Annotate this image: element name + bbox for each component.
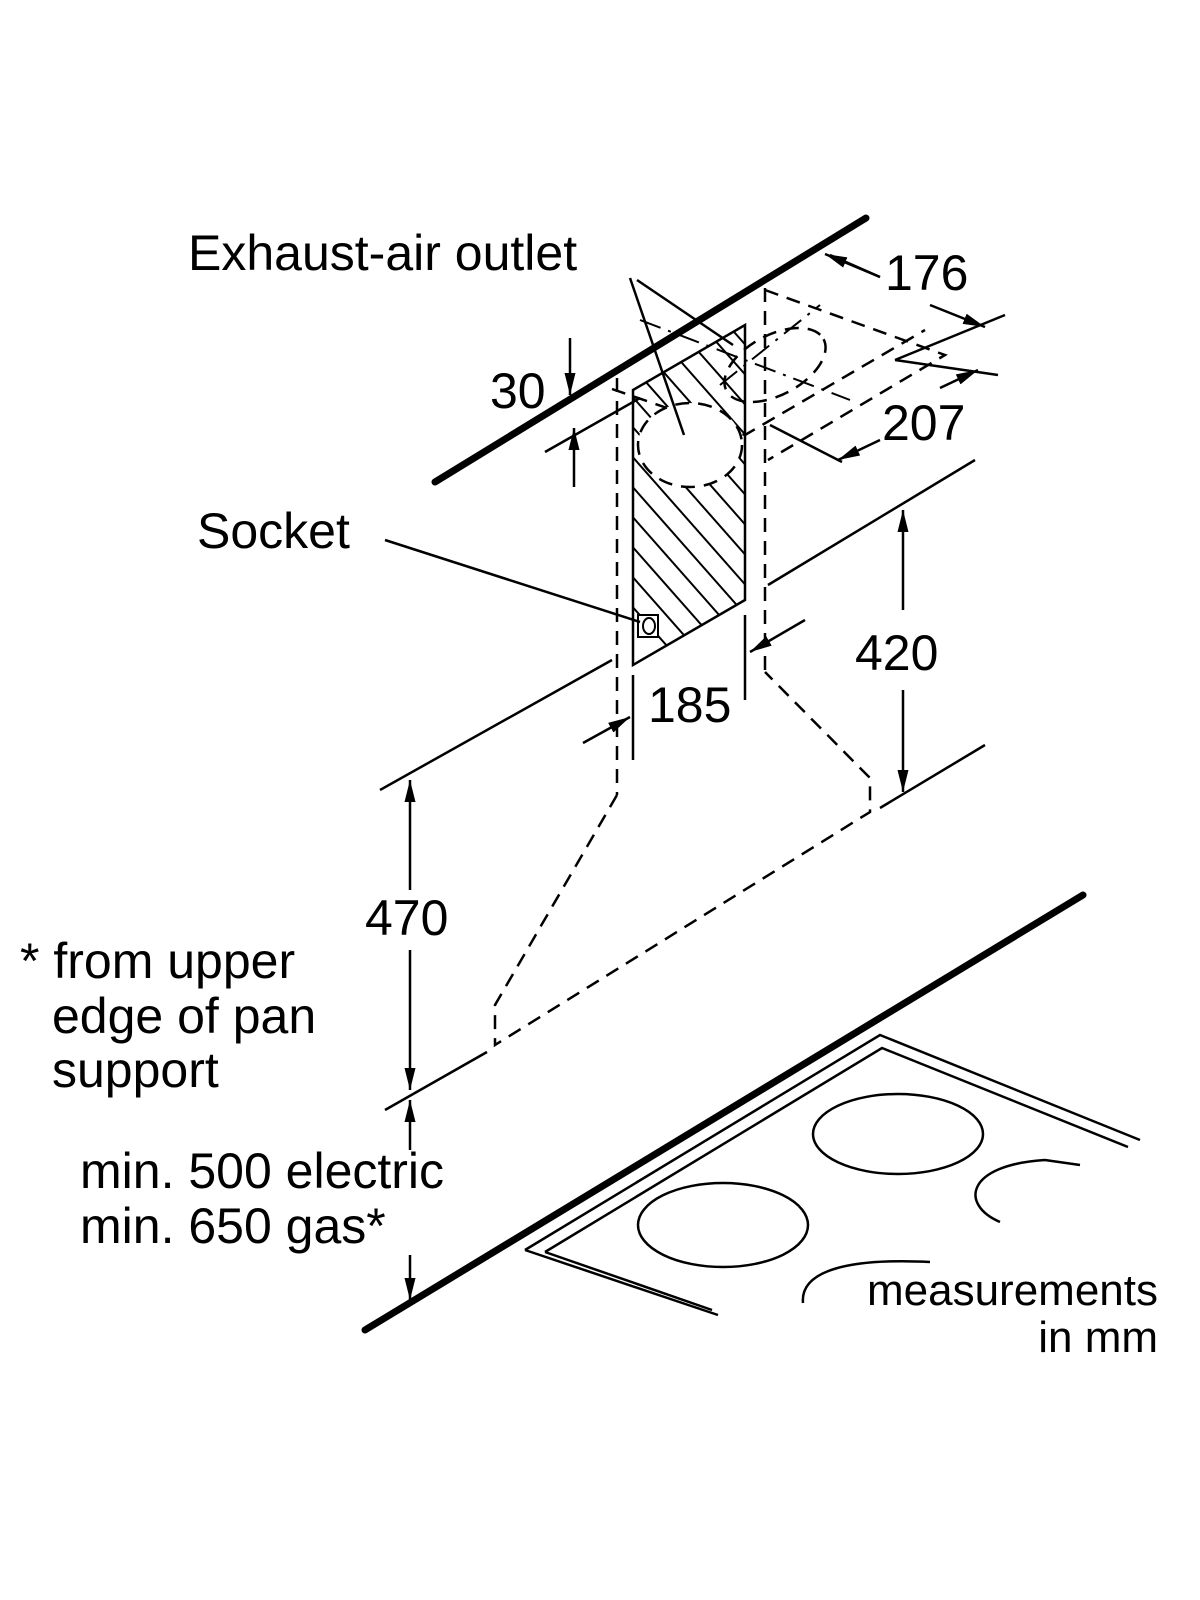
dim-185: 185 xyxy=(648,677,731,733)
exhaust-leader xyxy=(636,278,734,347)
socket-label: Socket xyxy=(197,503,350,559)
extension-line xyxy=(894,313,1006,362)
exhaust-air-outlet-label: Exhaust-air outlet xyxy=(188,225,577,281)
hotplate xyxy=(811,1092,985,1176)
exhaust-leader xyxy=(628,277,686,436)
dim-420: 420 xyxy=(855,625,938,681)
dim-arrow xyxy=(837,438,881,462)
hood-bottom-line xyxy=(384,1050,488,1112)
socket-leader xyxy=(384,538,641,624)
dim-arrow xyxy=(939,368,979,390)
svg-text:edge of pan: edge of pan xyxy=(52,988,316,1044)
installation-zone-hatched xyxy=(631,322,747,668)
svg-text:support: support xyxy=(52,1042,219,1098)
hotplate xyxy=(974,1158,1081,1224)
dim-arrow xyxy=(929,303,986,329)
extension-line xyxy=(769,423,843,464)
ceiling-line xyxy=(431,214,870,486)
min-gas-label: min. 650 gas* xyxy=(80,1198,386,1254)
min-electric-label: min. 500 electric xyxy=(80,1143,444,1199)
pan-support-note: * from upper edge of pan support xyxy=(20,933,316,1098)
svg-text:* from upper: * from upper xyxy=(20,933,295,989)
extension-line xyxy=(544,396,641,454)
extension-line xyxy=(879,743,986,810)
dim-470: 470 xyxy=(365,890,448,946)
units-note: measurements xyxy=(867,1266,1158,1315)
hood-top-line xyxy=(379,658,613,792)
units-note: in mm xyxy=(1038,1313,1158,1362)
dim-30: 30 xyxy=(490,363,546,419)
hob xyxy=(524,1033,1141,1317)
extension-line xyxy=(894,358,999,377)
dim-176: 176 xyxy=(885,245,968,301)
hotplate xyxy=(636,1181,810,1269)
dim-arrow xyxy=(582,715,631,745)
hotplate xyxy=(801,1260,931,1304)
dim-arrow xyxy=(824,252,881,279)
hood-canopy-outline xyxy=(493,671,872,1048)
worktop-line xyxy=(361,891,1087,1334)
dim-arrow xyxy=(749,618,806,654)
dim-207: 207 xyxy=(882,395,965,451)
hood-top-line xyxy=(767,458,976,587)
